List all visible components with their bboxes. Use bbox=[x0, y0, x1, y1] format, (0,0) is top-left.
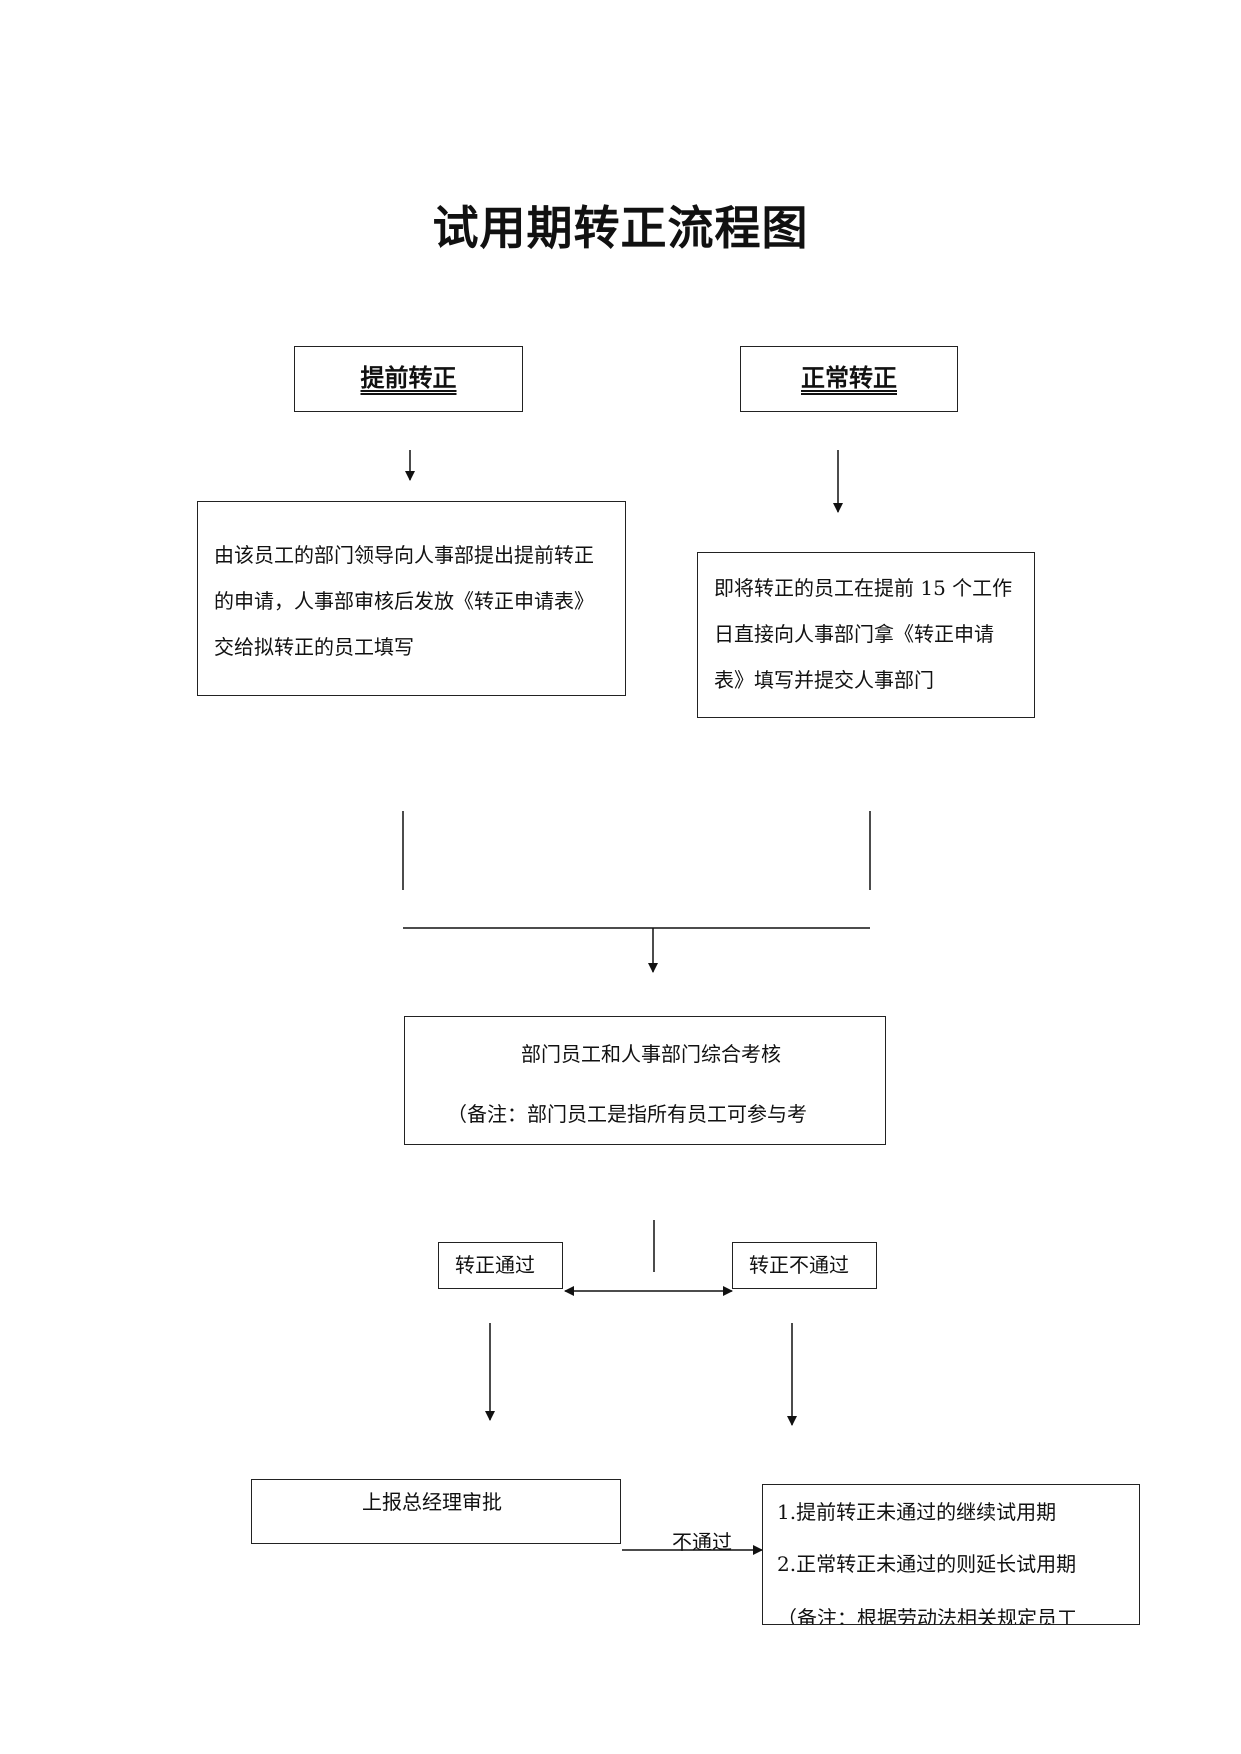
node-joint-review: 部门员工和人事部门综合考核 （备注：部门员工是指所有员工可参与考 bbox=[404, 1016, 886, 1145]
node-normal-conversion-label: 正常转正 bbox=[801, 364, 897, 392]
page-title: 试用期转正流程图 bbox=[432, 201, 809, 255]
node-gm-approval-label: 上报总经理审批 bbox=[362, 1490, 502, 1514]
node-normal-step-text: 即将转正的员工在提前 15 个工作日直接向人事部门拿《转正申请表》填写并提交人事… bbox=[714, 576, 1013, 692]
node-joint-review-line1: 部门员工和人事部门综合考核 bbox=[521, 1042, 781, 1066]
node-pass-label: 转正通过 bbox=[455, 1253, 535, 1277]
node-outcome-line2: 2.正常转正未通过的则延长试用期 bbox=[777, 1552, 1077, 1576]
node-outcome-line1: 1.提前转正未通过的继续试用期 bbox=[777, 1500, 1057, 1524]
node-early-step-text: 由该员工的部门领导向人事部提出提前转正的申请，人事部审核后发放《转正申请表》交给… bbox=[214, 543, 594, 659]
node-early-step: 由该员工的部门领导向人事部提出提前转正的申请，人事部审核后发放《转正申请表》交给… bbox=[197, 501, 626, 696]
node-early-conversion: 提前转正 bbox=[294, 346, 523, 412]
node-pass: 转正通过 bbox=[438, 1242, 563, 1289]
node-outcome: 1.提前转正未通过的继续试用期 2.正常转正未通过的则延长试用期 （备注：根据劳… bbox=[762, 1484, 1140, 1625]
node-fail: 转正不通过 bbox=[732, 1242, 877, 1289]
node-gm-approval: 上报总经理审批 bbox=[251, 1479, 621, 1544]
node-normal-step: 即将转正的员工在提前 15 个工作日直接向人事部门拿《转正申请表》填写并提交人事… bbox=[697, 552, 1035, 718]
node-joint-review-line2: （备注：部门员工是指所有员工可参与考 bbox=[447, 1102, 807, 1126]
edge-label-reject: 不通过 bbox=[672, 1530, 732, 1554]
node-outcome-line3: （备注：根据劳动法相关规定员工 bbox=[777, 1606, 1077, 1625]
node-normal-conversion: 正常转正 bbox=[740, 346, 958, 412]
node-early-conversion-label: 提前转正 bbox=[360, 364, 457, 392]
node-fail-label: 转正不通过 bbox=[749, 1253, 849, 1277]
